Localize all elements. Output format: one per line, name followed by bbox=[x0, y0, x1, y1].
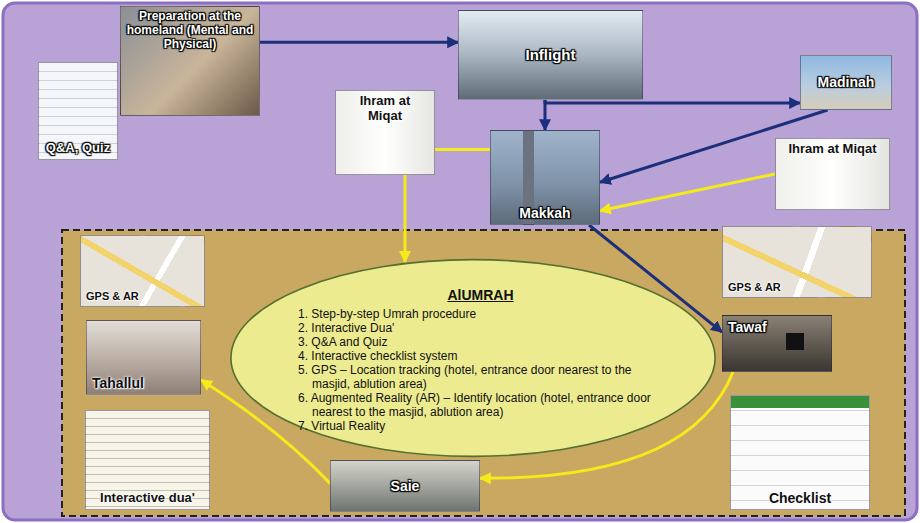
flow-arrow bbox=[600, 174, 775, 211]
feature-item: 2. Interactive Dua' bbox=[298, 321, 663, 335]
frame-panel bbox=[3, 3, 917, 520]
feature-item: 4. Interactive checklist system bbox=[298, 349, 663, 363]
photo-box: Tawaf bbox=[722, 315, 832, 372]
photo-label: Q&A, Quiz bbox=[46, 141, 110, 156]
flow-arrow bbox=[545, 100, 800, 103]
flow-arrow bbox=[260, 41, 458, 44]
photo-label: Interactive dua' bbox=[100, 491, 195, 506]
photo-box: Makkah bbox=[490, 130, 600, 225]
oval-title: AlUMRAH bbox=[298, 287, 663, 304]
photo-label: Tahallul bbox=[92, 375, 144, 391]
feature-item: 6. Augmented Reality (AR) – Identify loc… bbox=[298, 391, 663, 419]
photo-label: Ihram at Miqat bbox=[341, 94, 429, 124]
photo-label: Preparation at the homeland (Mental and … bbox=[126, 10, 254, 51]
map-box: GPS & AR bbox=[722, 226, 872, 298]
flow-arrow bbox=[404, 175, 407, 262]
photo-box: Inflight bbox=[458, 10, 643, 100]
feature-oval: AlUMRAH 1. Step-by-step Umrah procedure2.… bbox=[228, 258, 718, 458]
feature-item: 7. Virtual Reality bbox=[298, 419, 663, 433]
photo-label: Tawaf bbox=[728, 319, 767, 335]
map-box: GPS & AR bbox=[80, 235, 205, 307]
feature-item: 1. Step-by-step Umrah procedure bbox=[298, 307, 663, 321]
screenshot-box: Q&A, Quiz bbox=[38, 62, 118, 160]
photo-box: Tahallul bbox=[86, 320, 201, 395]
oval-shape bbox=[231, 260, 715, 457]
photo-box: Ihram at Miqat bbox=[335, 90, 435, 175]
photo-label: GPS & AR bbox=[86, 290, 139, 303]
photo-box: Preparation at the homeland (Mental and … bbox=[120, 6, 260, 116]
photo-label: Makkah bbox=[519, 205, 570, 221]
feature-item: 5. GPS – Location tracking (hotel, entra… bbox=[298, 363, 663, 391]
document-box: Interactive dua' bbox=[85, 410, 210, 510]
feature-item: 3. Q&A and Quiz bbox=[298, 335, 663, 349]
photo-box: Ihram at Miqat bbox=[775, 138, 890, 210]
photo-box: Madinah bbox=[800, 55, 892, 110]
photo-label: Saie bbox=[391, 478, 420, 494]
screenshot-box: Checklist bbox=[730, 395, 870, 510]
flow-arrow bbox=[435, 148, 490, 151]
photo-label: GPS & AR bbox=[728, 281, 781, 294]
photo-label: Ihram at Miqat bbox=[788, 142, 876, 157]
photo-label: Madinah bbox=[818, 74, 875, 90]
photo-box: Saie bbox=[330, 460, 480, 512]
list-block: AlUMRAH 1. Step-by-step Umrah procedure2.… bbox=[298, 274, 663, 446]
photo-label: Inflight bbox=[526, 46, 576, 63]
photo-label: Checklist bbox=[769, 490, 831, 506]
